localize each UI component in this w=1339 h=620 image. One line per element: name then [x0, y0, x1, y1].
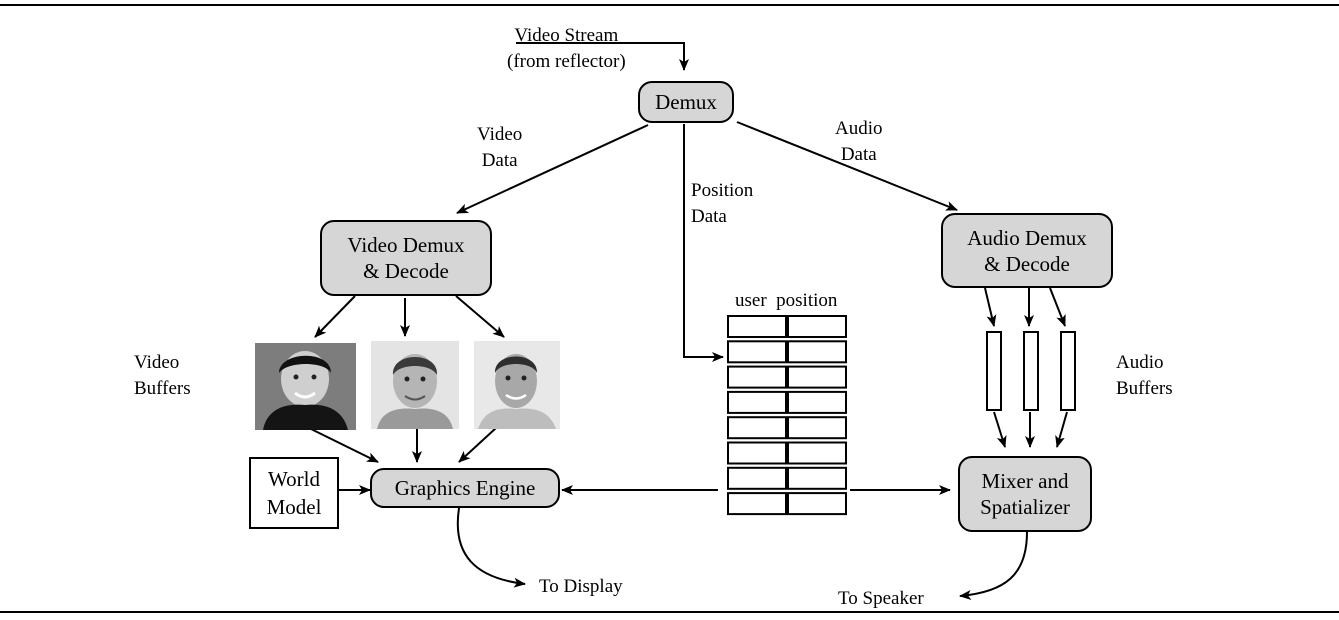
table-cell-position: [787, 416, 847, 440]
position-table: [727, 315, 847, 516]
video-buffer-face-1: [255, 343, 356, 430]
audio-buffer-arrow-3: [1049, 287, 1066, 327]
table-cell-user: [727, 365, 787, 389]
buffer-to-engine-arrow-1: [308, 427, 379, 463]
video-buffer-face-2: [371, 341, 459, 429]
table-cell-position: [787, 315, 847, 338]
demux-node: Demux: [638, 81, 734, 123]
video-buffers-label: Video Buffers: [134, 352, 191, 399]
audio-demux-node: Audio Demux & Decode: [941, 213, 1113, 288]
table-cell-user: [727, 340, 787, 364]
audio-buffer-arrow-1: [984, 287, 997, 327]
audio-buffers: [986, 331, 1076, 411]
audio-data-label: Audio Data: [835, 118, 883, 165]
audio-buffer-1: [986, 331, 1002, 411]
audio-buffers-label: Audio Buffers: [1116, 352, 1173, 399]
mixer-spatializer-node: Mixer and Spatializer: [958, 456, 1092, 532]
video-data-arrow: [456, 124, 649, 214]
position-data-arrow: [683, 124, 724, 362]
table-cell-position: [787, 340, 847, 364]
audio-data-arrow: [736, 121, 958, 211]
graphics-engine-node: Graphics Engine: [370, 468, 560, 508]
table-cell-user: [727, 315, 787, 338]
video-stream-label: Video Stream (from reflector): [507, 25, 626, 72]
table-cell-position: [787, 466, 847, 490]
video-demux-node: Video Demux & Decode: [320, 220, 492, 296]
to-speaker-arrow: [959, 531, 1028, 601]
audio-to-mixer-arrow-1: [993, 411, 1007, 448]
table-cell-position: [787, 492, 847, 516]
to-speaker-label: To Speaker: [838, 588, 924, 609]
world-model-box: World Model: [249, 457, 339, 529]
stream-arrow: [516, 42, 689, 71]
table-cell-position: [787, 441, 847, 465]
audio-to-mixer-arrow-3: [1055, 411, 1068, 448]
table-cell-user: [727, 390, 787, 414]
video-buffer-arrow-1: [314, 295, 356, 338]
position-data-label: Position Data: [691, 180, 754, 227]
table-cell-position: [787, 365, 847, 389]
table-cell-position: [787, 390, 847, 414]
bottom-rule: [0, 611, 1339, 613]
audio-buffer-2: [1023, 331, 1039, 411]
to-display-arrow: [456, 507, 526, 588]
table-cell-user: [727, 492, 787, 516]
top-rule: [0, 4, 1339, 6]
video-buffer-face-3: [474, 341, 560, 429]
table-cell-user: [727, 416, 787, 440]
table-cell-user: [727, 466, 787, 490]
table-cell-user: [727, 441, 787, 465]
video-data-label: Video Data: [477, 124, 523, 171]
table-header: user position: [735, 290, 838, 311]
buffer-to-engine-arrow-3: [458, 427, 497, 463]
video-buffer-arrow-3: [455, 295, 505, 338]
audio-buffer-3: [1060, 331, 1076, 411]
to-display-label: To Display: [539, 576, 623, 597]
